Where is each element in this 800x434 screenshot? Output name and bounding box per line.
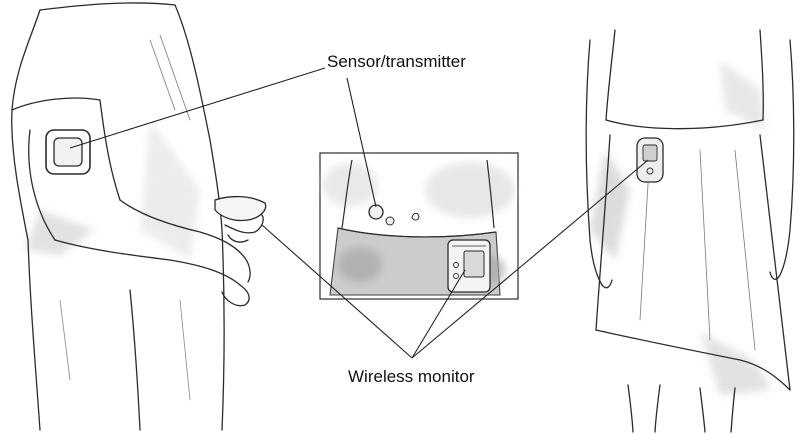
abdomen-sensor [369,205,383,219]
wireless-monitor-label: Wireless monitor [348,367,475,387]
sensor-transmitter-label: Sensor/transmitter [327,52,466,72]
center-inset [320,153,518,299]
right-figure [586,30,794,432]
hip-monitor [637,138,663,182]
waist-monitor [448,240,490,292]
left-figure [12,3,266,430]
